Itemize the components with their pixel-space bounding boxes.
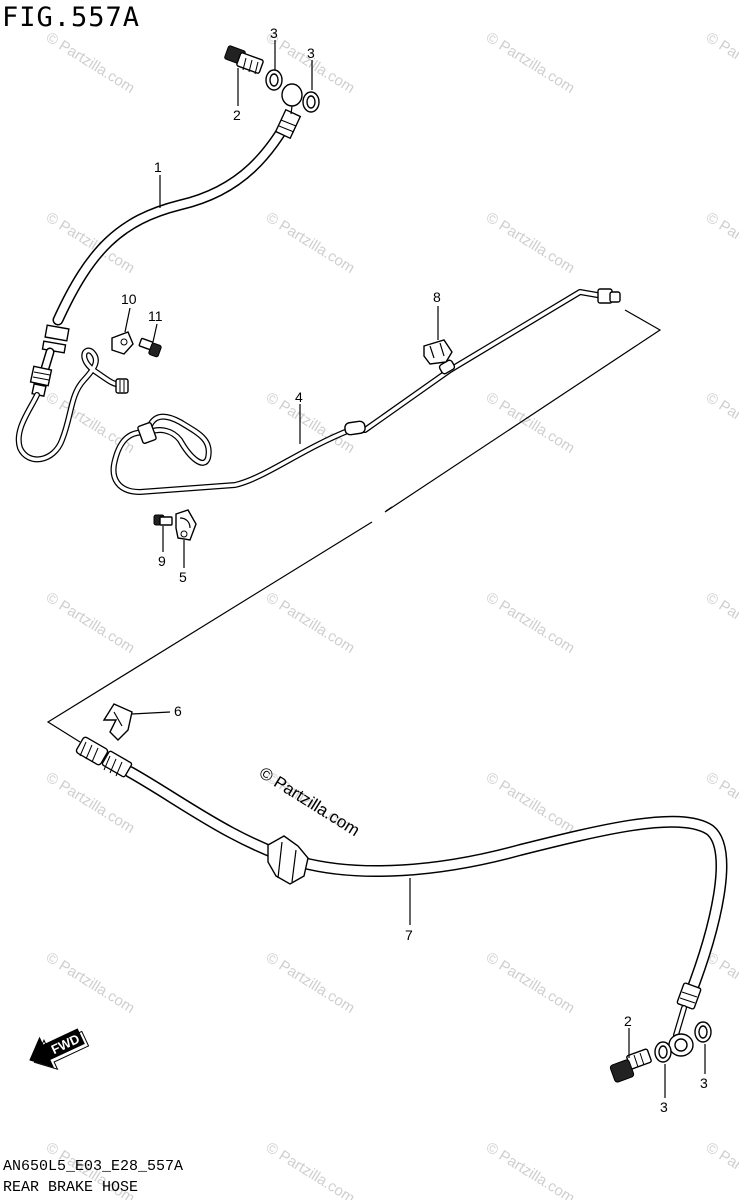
watermark-text: © Partzilla.com (43, 29, 138, 97)
watermark-text: © Partzilla.com (483, 589, 578, 657)
callout-3-top-left: 3 (270, 25, 278, 41)
washers-top (265, 69, 320, 113)
callout-3-bottom-right: 3 (700, 1075, 708, 1091)
watermark-text: © Partzilla.com (263, 209, 358, 277)
brake-pipe (110, 288, 621, 495)
callout-3-top-right: 3 (307, 45, 315, 61)
watermark-text: © Partzilla.com (483, 389, 578, 457)
callout-9: 9 (158, 553, 166, 569)
callout-5: 5 (179, 569, 187, 585)
watermark-text: © Partzilla.com (43, 769, 138, 837)
forward-label: FWD (49, 1031, 82, 1057)
callout-3-bottom-left: 3 (660, 1099, 668, 1115)
callout-11: 11 (148, 308, 163, 324)
washers-bottom (654, 1021, 712, 1063)
forward-arrow-icon: FWD (29, 1028, 90, 1071)
union-bolt-bottom (609, 1048, 652, 1083)
lower-brake-hose (75, 736, 728, 1057)
watermark-text: © Partzilla.com (483, 1139, 578, 1200)
callout-7: 7 (405, 927, 413, 943)
watermark-text: © Partzilla.com (703, 589, 739, 657)
watermark-text: © Partzilla.com (703, 1139, 739, 1200)
hose-clamp-top (111, 331, 134, 355)
watermark-text: © Partzilla.com (43, 949, 138, 1017)
watermark-text: © Partzilla.com (263, 949, 358, 1017)
watermark-text: © Partzilla.com (263, 1139, 358, 1200)
watermark-text: © Partzilla.com (703, 209, 739, 277)
clamp-bolt-lower (153, 514, 173, 526)
diagram-description: REAR BRAKE HOSE (3, 1179, 139, 1196)
union-bolt-top (224, 45, 264, 75)
watermark-text: © Partzilla.com (483, 29, 578, 97)
hose-clamp-lower (175, 509, 197, 541)
guide-lines (46, 309, 662, 743)
figure-title: FIG.557A (2, 2, 141, 33)
callout-leaders (124, 40, 706, 1098)
watermark-text: © Partzilla.com (483, 209, 578, 277)
brand-mark: © Partzilla.com (256, 763, 363, 840)
callout-6: 6 (174, 703, 182, 719)
watermark-text: © Partzilla.com (703, 389, 739, 457)
watermark-text: © Partzilla.com (43, 589, 138, 657)
diagram-code: AN650L5_E03_E28_557A (3, 1158, 184, 1175)
watermark-text: © Partzilla.com (483, 949, 578, 1017)
callout-2-top: 2 (233, 107, 241, 123)
callout-2-bottom: 2 (624, 1013, 632, 1029)
watermark-text: © Partzilla.com (703, 29, 739, 97)
watermark-text: © Partzilla.com (263, 589, 358, 657)
watermark-layer: © Partzilla.com © Partzilla.com © Partzill… (43, 29, 739, 1200)
upper-brake-hose (15, 83, 303, 463)
callout-4: 4 (295, 389, 303, 405)
clamp-bolt-top (138, 337, 162, 358)
callout-numbers: 1 2 3 3 4 5 6 7 8 9 10 11 2 3 3 (121, 25, 708, 1115)
callout-10: 10 (121, 291, 137, 307)
callout-8: 8 (433, 289, 441, 305)
pipe-clip (423, 339, 453, 365)
callout-1: 1 (154, 159, 162, 175)
hose-clip (102, 703, 133, 741)
watermark-text: © Partzilla.com (483, 769, 578, 837)
